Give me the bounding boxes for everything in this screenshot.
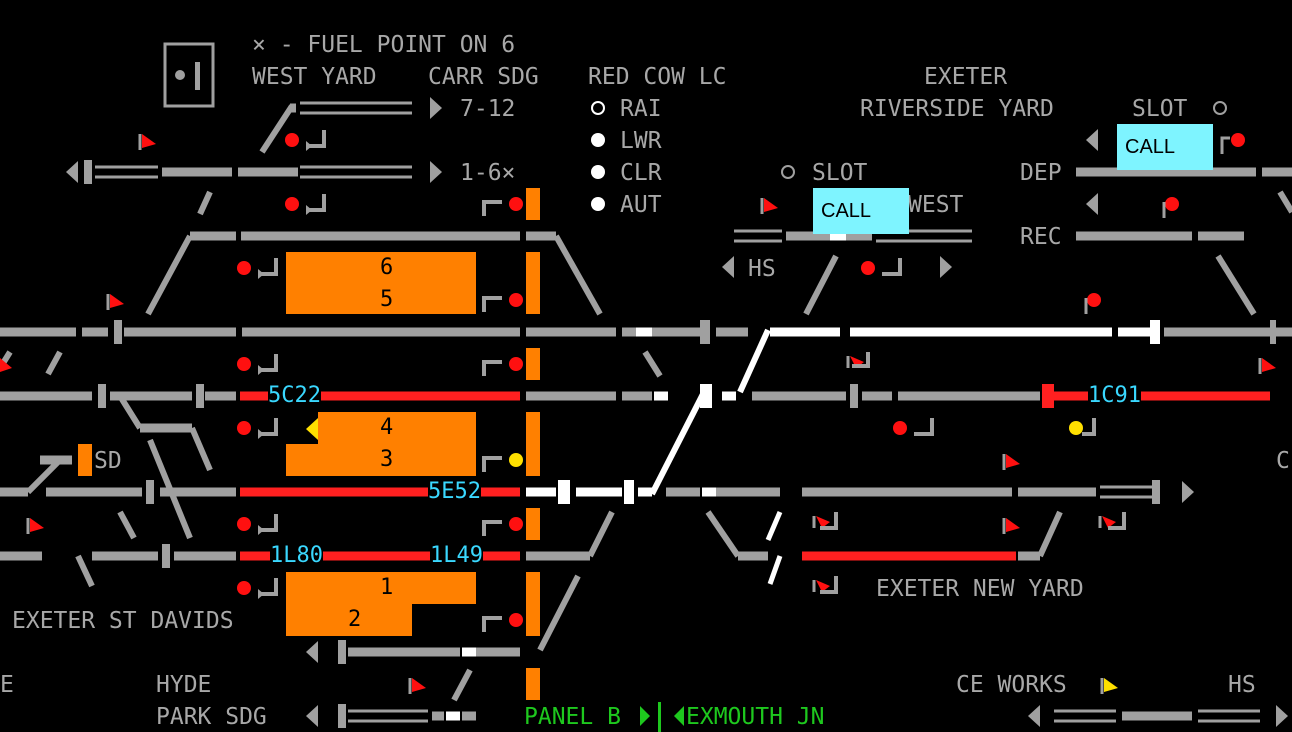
riverside-yard-label: RIVERSIDE YARD xyxy=(860,96,1054,122)
set-route xyxy=(446,231,1156,721)
lc-control-aut[interactable]: AUT xyxy=(620,192,662,218)
call-button-west[interactable]: CALL xyxy=(813,188,909,234)
berth-1l80[interactable]: 1L80 xyxy=(270,543,323,568)
sd-label: SD xyxy=(94,448,122,474)
slot-right-label: SLOT xyxy=(1132,96,1188,122)
exeter-st-davids-label: EXETER ST DAVIDS xyxy=(12,608,234,634)
edge-c-label: C xyxy=(1276,448,1290,474)
platform-4-3 xyxy=(286,412,476,476)
fuel-point-note: × - FUEL POINT ON 6 xyxy=(252,32,516,58)
dep-label: DEP xyxy=(1020,160,1062,186)
panel-divider xyxy=(640,702,684,732)
key-switch-icon[interactable] xyxy=(163,42,215,108)
hs-right-label: HS xyxy=(1228,672,1256,698)
exeter-label: EXETER xyxy=(924,64,1008,90)
red-cow-lc-label: RED COW LC xyxy=(588,64,727,90)
call-button-riverside[interactable]: CALL xyxy=(1117,124,1213,170)
roads-7-12-label: 7-12 xyxy=(460,96,516,122)
berth-5c22[interactable]: 5C22 xyxy=(268,383,321,408)
set-route-marks xyxy=(558,320,1160,504)
lc-control-lwr[interactable]: LWR xyxy=(620,128,662,154)
hs-mid-label: HS xyxy=(748,256,776,282)
platform-6-5 xyxy=(286,252,476,314)
occupied-block-mark xyxy=(1042,384,1054,408)
roads-1-6-label: 1-6× xyxy=(460,160,516,186)
berth-1c91[interactable]: 1C91 xyxy=(1088,383,1141,408)
direction-arrows[interactable] xyxy=(66,97,1288,727)
edge-e-label: E xyxy=(0,672,14,698)
panel-b-link[interactable]: PANEL B xyxy=(524,704,621,730)
lc-indicator-lamps xyxy=(591,101,1227,211)
platforms xyxy=(78,188,540,700)
platform-4-train-marker xyxy=(306,418,318,440)
berth-5e52[interactable]: 5E52 xyxy=(428,479,481,504)
hyde-label: HYDE xyxy=(156,672,212,698)
platform-6-number: 6 xyxy=(380,255,394,280)
signals-danger[interactable] xyxy=(0,130,1276,694)
exeter-new-yard-label: EXETER NEW YARD xyxy=(876,576,1084,602)
platform-5-number: 5 xyxy=(380,287,394,312)
idle-tracks xyxy=(0,101,1292,723)
exmouth-jn-link[interactable]: EXMOUTH JN xyxy=(686,704,825,730)
park-sdg-label: PARK SDG xyxy=(156,704,267,730)
platform-1-number: 1 xyxy=(380,575,394,600)
ce-works-label: CE WORKS xyxy=(956,672,1067,698)
west-label: WEST xyxy=(908,192,964,218)
platform-3-number: 3 xyxy=(380,447,394,472)
platform-2-number: 2 xyxy=(348,607,362,632)
west-yard-label: WEST YARD xyxy=(252,64,377,90)
lc-control-clr[interactable]: CLR xyxy=(620,160,662,186)
signals-caution[interactable] xyxy=(509,421,1118,692)
platform-1-2 xyxy=(286,572,476,636)
berth-1l49[interactable]: 1L49 xyxy=(430,543,483,568)
slot-mid-label: SLOT xyxy=(812,160,868,186)
track-joint-marks xyxy=(84,160,1276,728)
rec-label: REC xyxy=(1020,224,1062,250)
lc-control-rai[interactable]: RAI xyxy=(620,96,662,122)
carr-sdg-label: CARR SDG xyxy=(428,64,539,90)
platform-4-number: 4 xyxy=(380,415,394,440)
